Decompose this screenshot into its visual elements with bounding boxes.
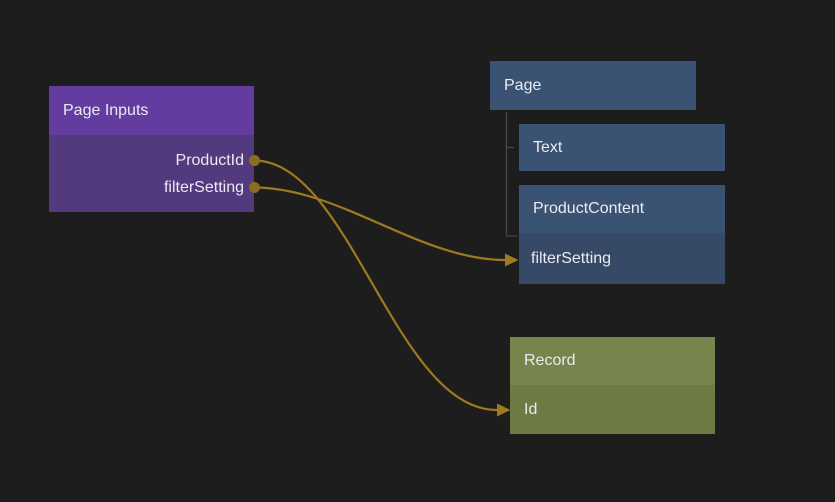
node-product-content-header[interactable]: ProductContent [519, 185, 725, 233]
output-row-filtersetting[interactable]: filterSetting [49, 174, 254, 201]
node-product-content-title: ProductContent [533, 200, 645, 217]
node-text[interactable]: Text [519, 124, 725, 171]
output-label-filtersetting: filterSetting [163, 179, 244, 196]
input-row-filtersetting[interactable]: filterSetting [519, 233, 725, 284]
node-page-title: Page [504, 76, 542, 94]
node-record-header[interactable]: Record [510, 337, 715, 385]
output-label-productid: ProductId [175, 152, 244, 169]
node-page-inputs-title: Page Inputs [63, 101, 149, 119]
arrowhead-id [497, 403, 511, 417]
node-record-title: Record [524, 352, 576, 369]
input-row-id[interactable]: Id [510, 385, 715, 434]
node-page-inputs-body: ProductId filterSetting [49, 135, 254, 212]
edge-productid-to-id[interactable] [253, 159, 498, 412]
node-text-title: Text [533, 138, 563, 156]
input-label-filtersetting: filterSetting [531, 250, 612, 267]
node-product-content[interactable]: ProductContent filterSetting [519, 185, 725, 284]
input-label-id: Id [524, 401, 538, 418]
node-text-header[interactable]: Text [519, 124, 725, 171]
node-page-inputs-header[interactable]: Page Inputs [49, 86, 254, 135]
node-page-header[interactable]: Page [490, 61, 696, 110]
node-record[interactable]: Record Id [510, 337, 715, 434]
arrowhead-filtersetting [505, 253, 519, 267]
node-page-inputs[interactable]: Page Inputs ProductId filterSetting [49, 86, 254, 212]
output-row-productid[interactable]: ProductId [49, 147, 254, 174]
node-page[interactable]: Page [490, 61, 696, 110]
edge-filtersetting-to-filtersetting[interactable] [253, 186, 506, 262]
